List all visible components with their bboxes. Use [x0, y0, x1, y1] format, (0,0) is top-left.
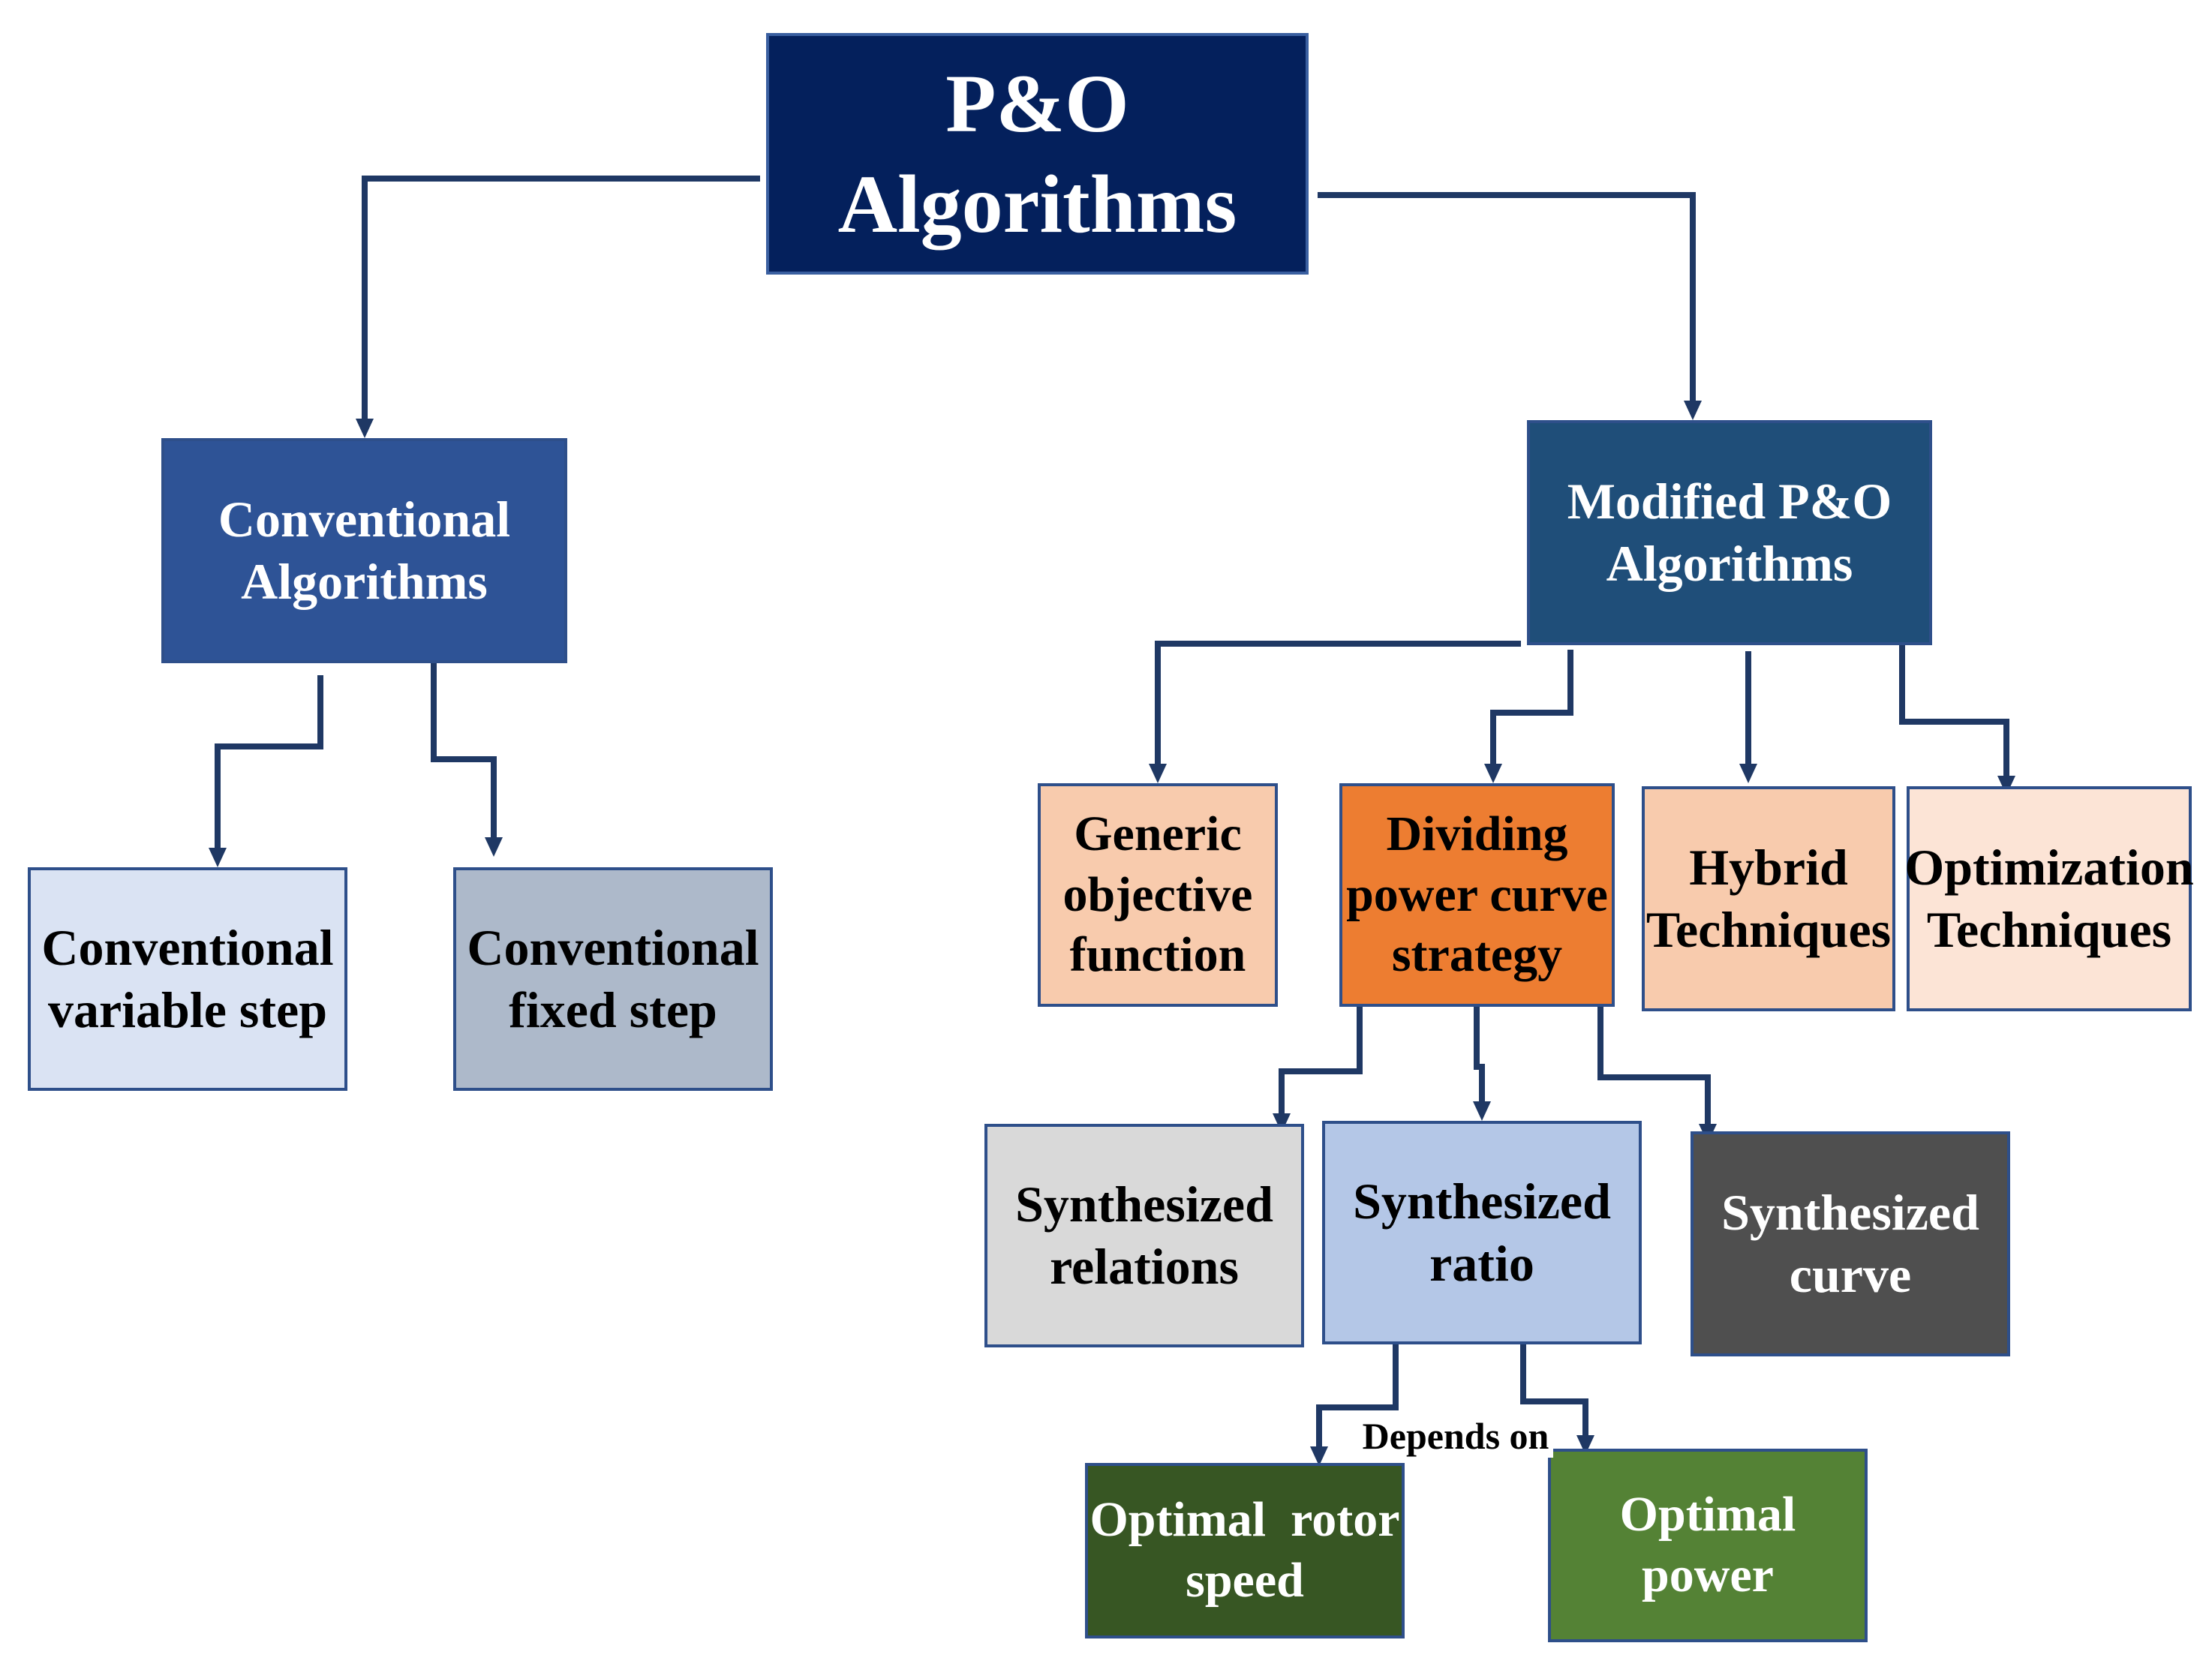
edge-dividing-curve: [1597, 1007, 1711, 1125]
node-label-line: Techniques: [1645, 901, 1892, 958]
arrowhead: [1684, 401, 1702, 420]
edge-dividing-relations: [1279, 1007, 1363, 1115]
node-optimal-rotor-speed: Optimal rotor speed: [1085, 1463, 1405, 1638]
node-label-line: speed: [1186, 1553, 1304, 1608]
node-modified-po-algorithms: Modified P&O Algorithms: [1527, 420, 1932, 645]
node-label-line: Conventional: [218, 491, 511, 548]
node-label-line: objective: [1062, 867, 1253, 922]
edge-modified-generic: [1155, 641, 1521, 765]
arrowhead: [1310, 1446, 1328, 1466]
node-label-line: Conventional: [41, 919, 334, 977]
node-synthesized-relations: Synthesized relations: [984, 1124, 1304, 1347]
edge-modified-dividing: [1490, 650, 1573, 765]
edge-modified-optimization: [1899, 645, 2009, 777]
node-label-line: ratio: [1429, 1235, 1534, 1292]
node-label-line: Modified P&O: [1567, 473, 1892, 530]
node-optimization-techniques: Optimization Techniques: [1904, 786, 2194, 1011]
node-label-line: curve: [1789, 1246, 1912, 1303]
arrowhead: [1149, 764, 1167, 783]
arrowhead: [209, 848, 227, 867]
arrowhead: [1473, 1101, 1491, 1121]
node-conventional-algorithms: Conventional Algorithms: [161, 438, 567, 663]
node-dividing-power-curve-strategy: Dividing power curve strategy: [1339, 783, 1615, 1007]
node-label-line: Conventional: [467, 919, 759, 977]
arrowhead: [1273, 1113, 1291, 1133]
node-synthesized-ratio: Synthesized ratio: [1322, 1121, 1642, 1344]
arrowhead: [356, 419, 374, 438]
node-label-line: Synthesized: [1015, 1176, 1273, 1233]
node-optimal-power: Optimal power: [1548, 1449, 1868, 1642]
node-label-line: Optimal power: [1619, 1487, 1796, 1602]
edge-conventional-variable: [215, 675, 323, 849]
node-label-line: power curve: [1346, 867, 1608, 922]
node-label-line: Optimization: [1904, 839, 2194, 897]
node-synthesized-curve: Synthesized curve: [1691, 1131, 2010, 1356]
node-label-line: Hybrid: [1689, 839, 1848, 897]
node-label-line: strategy: [1391, 927, 1563, 983]
edge-label-depends-on: Depends on: [1358, 1414, 1553, 1458]
node-label-line: Optimal rotor: [1089, 1492, 1400, 1548]
edge-root-conventional: [362, 176, 760, 420]
node-conventional-fixed-step: Conventional fixed step: [453, 867, 773, 1091]
node-conventional-variable-step: Conventional variable step: [28, 867, 347, 1091]
node-label-line: Algorithms: [1606, 535, 1853, 592]
node-label-line: Algorithms: [241, 553, 488, 610]
arrowhead: [1997, 776, 2015, 795]
arrowhead: [1576, 1435, 1594, 1455]
node-label-line: Generic: [1074, 806, 1242, 862]
node-label-line: function: [1069, 927, 1246, 983]
node-label-line: Dividing: [1386, 806, 1568, 862]
edge-ratio-rotor-speed: [1316, 1344, 1399, 1448]
node-label-line: variable step: [47, 981, 328, 1038]
edge-conventional-fixed: [431, 663, 497, 839]
node-label-line: Synthesized: [1353, 1173, 1611, 1230]
node-hybrid-techniques: Hybrid Techniques: [1642, 786, 1895, 1011]
node-label-line: relations: [1050, 1238, 1239, 1295]
node-generic-objective-function: Generic objective function: [1038, 783, 1278, 1007]
edge-ratio-power: [1520, 1344, 1588, 1437]
arrowhead: [485, 837, 503, 857]
arrowhead: [1484, 764, 1502, 783]
node-label-line: P&O Algorithms: [837, 57, 1237, 250]
edge-dividing-ratio: [1474, 1007, 1485, 1103]
node-label-line: Synthesized: [1721, 1184, 1979, 1242]
node-label-line: fixed step: [509, 981, 717, 1038]
node-po-algorithms: P&O Algorithms: [766, 33, 1309, 275]
arrowhead: [1739, 764, 1757, 783]
edge-root-modified: [1318, 192, 1696, 402]
node-label-line: Techniques: [1926, 901, 2172, 958]
